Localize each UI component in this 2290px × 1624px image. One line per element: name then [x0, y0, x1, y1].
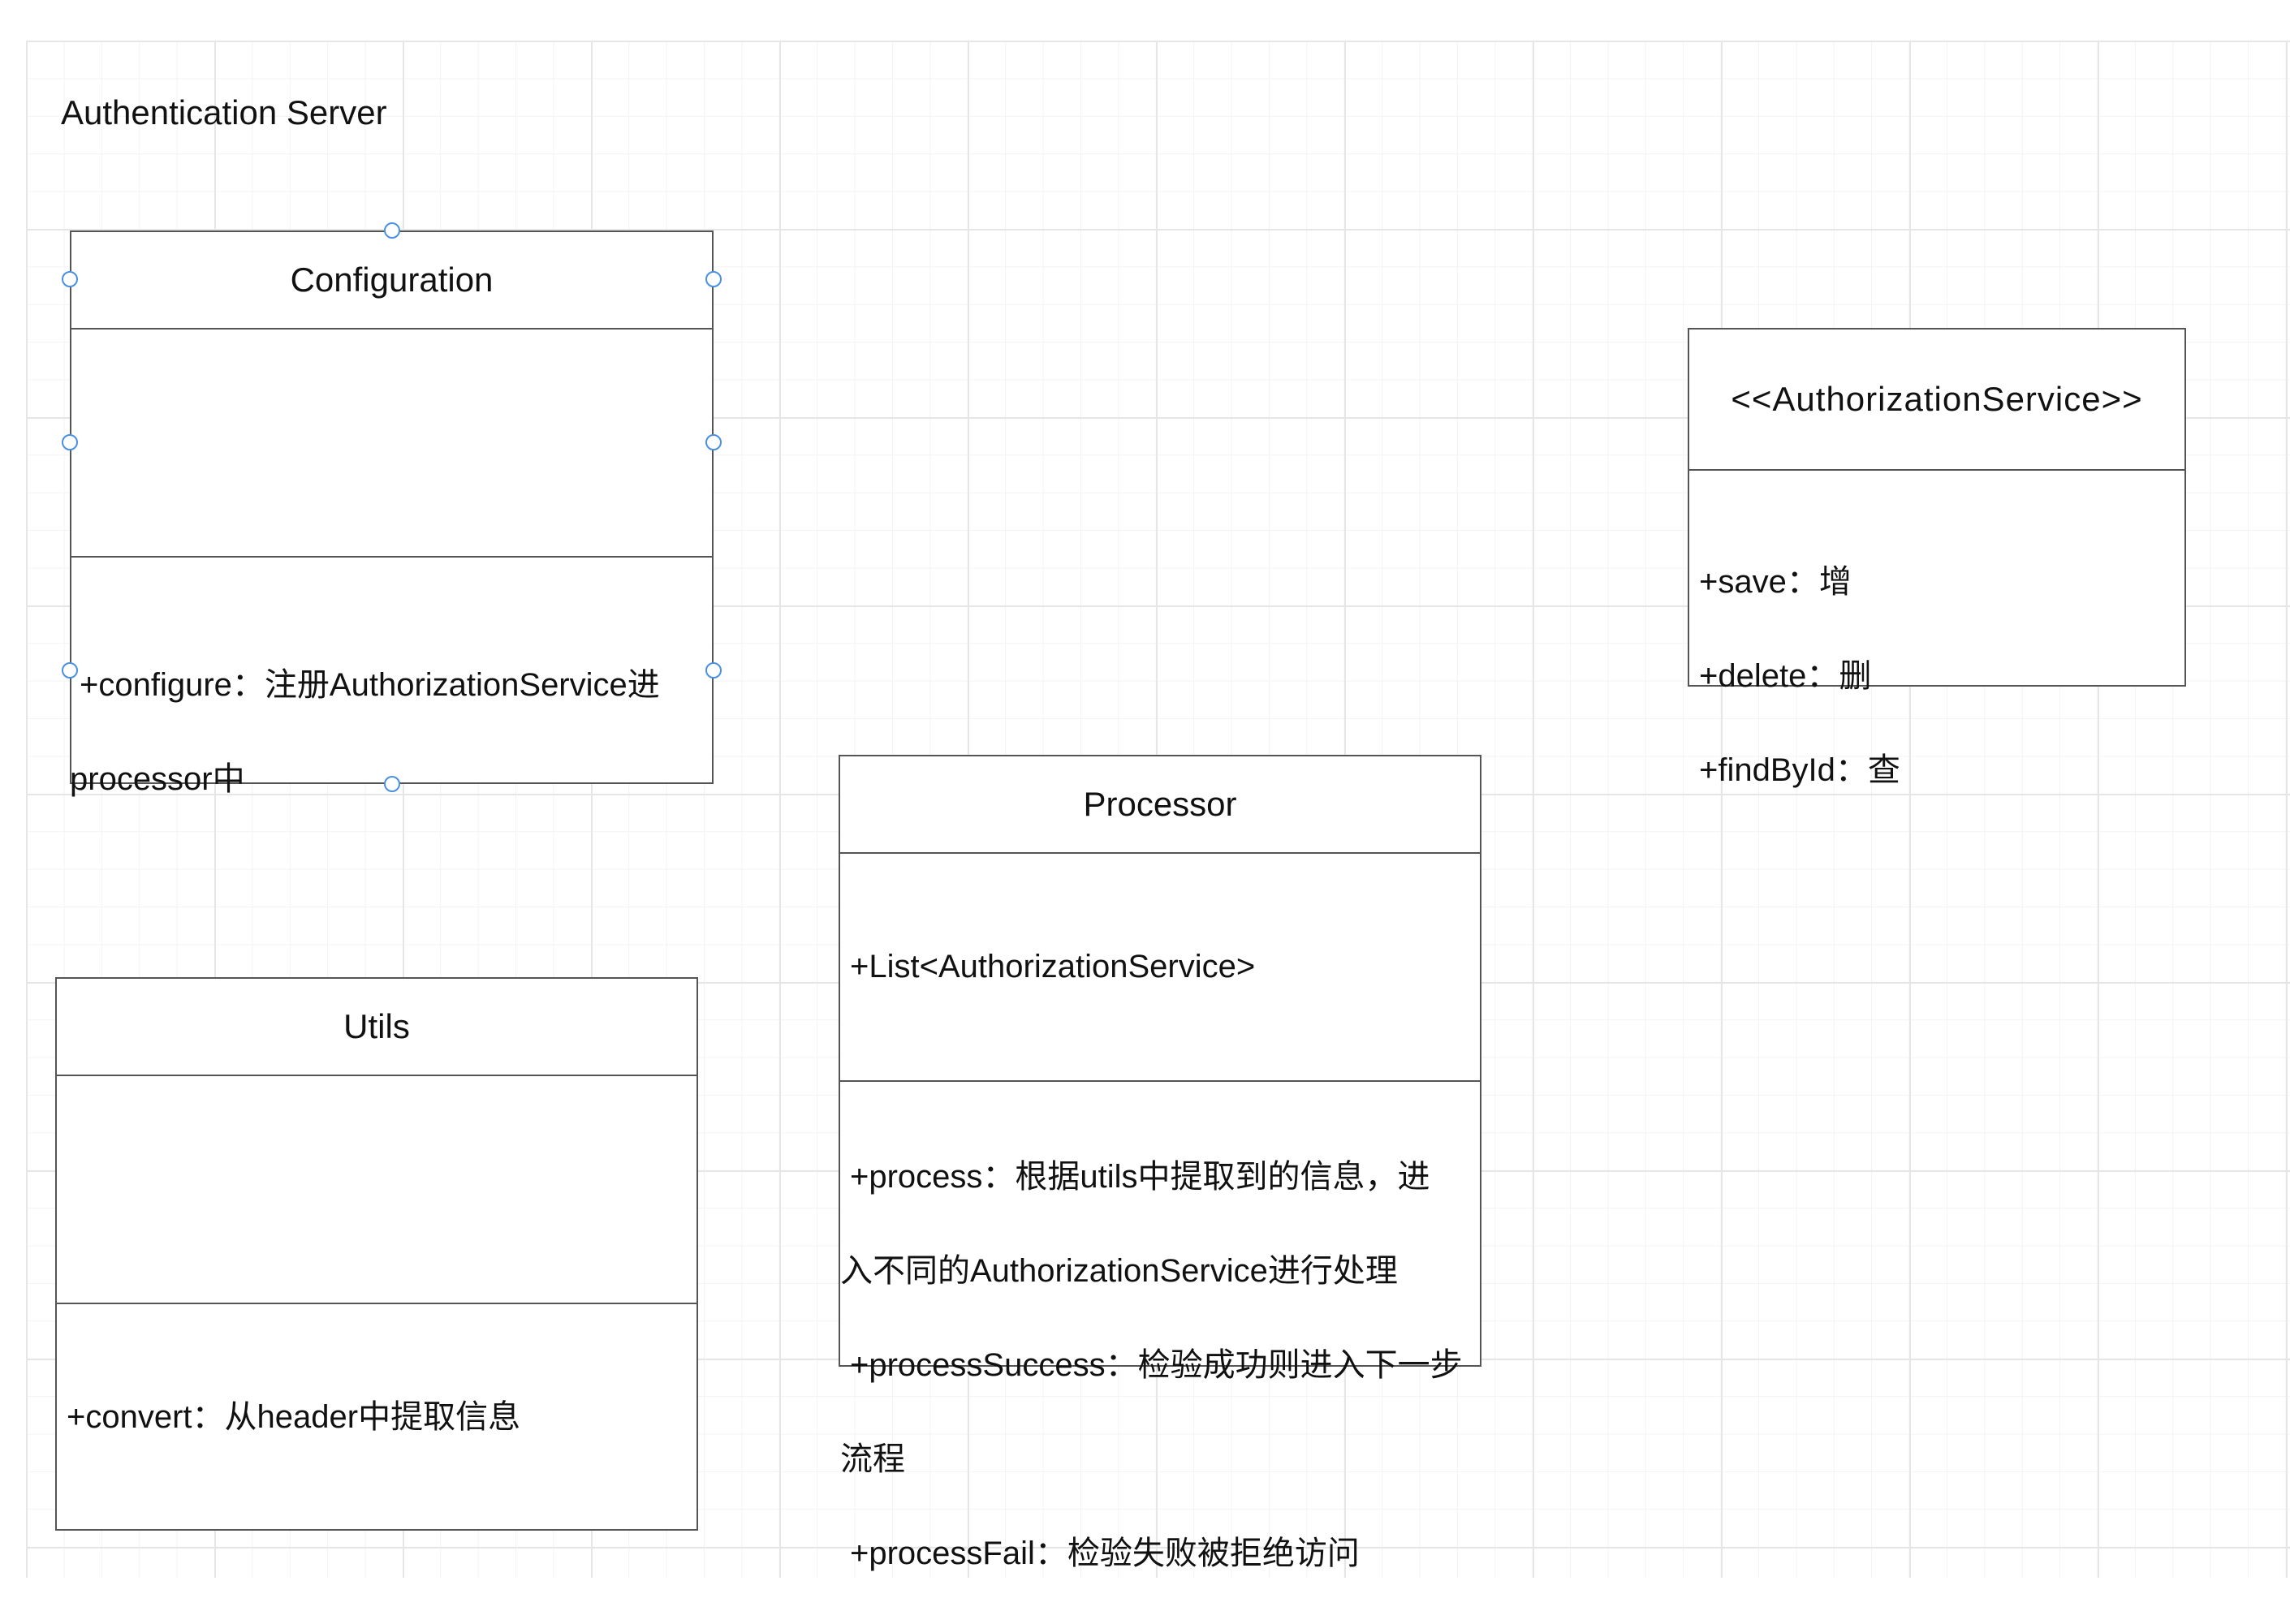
operation-line: +save：增	[1699, 564, 1852, 600]
operation-line: +convert：从header中提取信息	[67, 1398, 521, 1435]
attribute-line: +List<AuthorizationService>	[850, 949, 1256, 984]
class-operations: +save：增 +delete：删 +findById：查	[1689, 471, 2184, 788]
class-attributes	[57, 1076, 696, 1304]
operation-line: 流程	[840, 1441, 905, 1477]
class-authorization-service[interactable]: <<AuthorizationService>> +save：增 +delete…	[1688, 328, 2186, 788]
resize-handle-low-right[interactable]	[705, 662, 722, 678]
operation-line: +delete：删	[1699, 658, 1872, 694]
resize-handle-mid-right[interactable]	[705, 434, 722, 450]
operation-line: +processFail：检验失败被拒绝访问	[850, 1536, 1360, 1571]
diagram-title: Authentication Server	[61, 93, 387, 131]
class-attributes: +List<AuthorizationService>	[840, 854, 1480, 1082]
class-processor[interactable]: Processor +List<AuthorizationService> +p…	[839, 755, 1481, 1571]
operation-line: +configure：注册AuthorizationService进	[80, 667, 660, 703]
resize-handle-bottom[interactable]	[384, 776, 400, 792]
class-name: <<AuthorizationService>>	[1689, 330, 2184, 471]
class-attributes	[71, 330, 712, 558]
operation-line: 入不同的AuthorizationService进行处理	[840, 1253, 1398, 1289]
operation-line: +processSuccess：检验成功则进入下一步	[850, 1347, 1463, 1383]
diagram-canvas[interactable]: Authentication Server Configuration +con…	[0, 0, 2290, 1578]
resize-handle-top[interactable]	[384, 222, 400, 239]
class-operations: +convert：从header中提取信息	[57, 1304, 696, 1529]
operation-line: +process：根据utils中提取到的信息，进	[850, 1159, 1430, 1195]
resize-handle-top-right[interactable]	[705, 271, 722, 287]
resize-handle-top-left[interactable]	[62, 271, 78, 287]
operation-line: +findById：查	[1699, 752, 1900, 788]
class-utils[interactable]: Utils +convert：从header中提取信息	[55, 977, 698, 1531]
operation-line: processor中	[70, 761, 245, 797]
resize-handle-low-left[interactable]	[62, 662, 78, 678]
class-name: Utils	[57, 979, 696, 1076]
class-configuration[interactable]: Configuration +configure：注册Authorization…	[70, 230, 714, 797]
resize-handle-mid-left[interactable]	[62, 434, 78, 450]
class-operations: +process：根据utils中提取到的信息，进 入不同的Authorizat…	[840, 1082, 1480, 1571]
class-name: Configuration	[71, 232, 712, 330]
class-name: Processor	[840, 756, 1480, 854]
class-operations: +configure：注册AuthorizationService进 proce…	[70, 558, 712, 797]
